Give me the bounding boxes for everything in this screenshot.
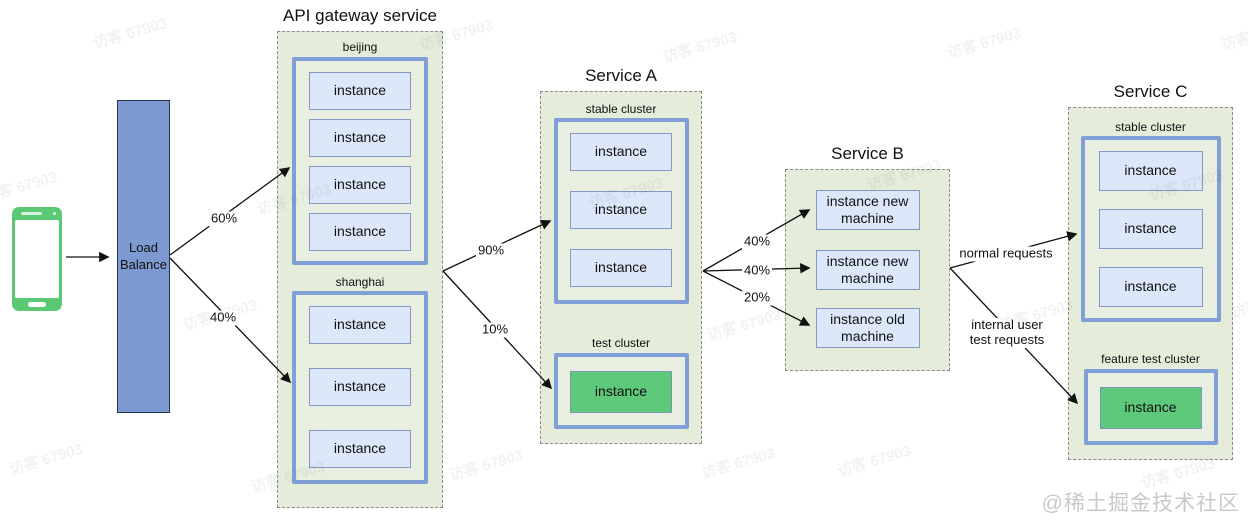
visitor-watermark: 访客 67903: [7, 440, 86, 479]
api-gateway-container: beijing instance instance instance insta…: [277, 31, 443, 508]
phone-speaker: [21, 212, 42, 215]
cluster-label-c-stable: stable cluster: [1115, 120, 1186, 134]
instance-box: instance: [1098, 151, 1203, 191]
instance-new-machine-box: instance new machine: [815, 190, 920, 230]
instance-box: instance: [1098, 209, 1203, 249]
visitor-watermark: 访客 67903: [835, 442, 914, 481]
service-b-title: Service B: [831, 144, 904, 163]
instance-box: instance: [309, 166, 411, 204]
instance-box: instance: [309, 119, 411, 157]
cluster-label-a-stable: stable cluster: [585, 102, 657, 116]
instance-box: instance: [309, 368, 411, 406]
flow-label-40pct-shanghai: 40%: [207, 309, 239, 326]
attribution-watermark: @稀土掘金技术社区: [1041, 492, 1240, 515]
flow-label-internal-test-requests: internal user test requests: [961, 317, 1053, 348]
instance-box: instance: [570, 249, 672, 287]
cluster-label-shanghai: shanghai: [335, 275, 385, 289]
api-gateway-group: API gateway service beijing instance ins…: [277, 6, 443, 508]
flow-label-40pct-b1: 40%: [741, 233, 773, 250]
test-instance-box: instance: [570, 371, 672, 413]
visitor-watermark: 访客 67903: [91, 14, 170, 53]
cluster-a-test: instance: [553, 353, 689, 429]
load-balancer-label: Load Balance: [120, 240, 167, 272]
visitor-watermark: 访客 67903: [705, 306, 784, 345]
flow-label-20pct: 20%: [741, 289, 773, 306]
phone-home-button: [28, 302, 46, 307]
instance-box: instance: [309, 72, 411, 110]
cluster-c-feature-test: instance: [1083, 369, 1218, 445]
instance-box: instance: [309, 430, 411, 468]
cluster-label-c-feature-test: feature test cluster: [1101, 352, 1200, 366]
instance-box: instance: [309, 306, 411, 344]
instance-new-machine-box: instance new machine: [815, 250, 920, 290]
service-c-container: stable cluster instance instance instanc…: [1068, 107, 1233, 460]
flow-label-normal-requests: normal requests: [957, 245, 1055, 262]
phone-screen: [15, 220, 59, 298]
instance-old-machine-box: instance old machine: [815, 308, 920, 348]
instance-box: instance: [570, 191, 672, 229]
service-a-container: stable cluster instance instance instanc…: [540, 91, 702, 444]
visitor-watermark: 访客 67903: [699, 444, 778, 483]
service-b-group: Service B instance new machine instance …: [785, 144, 950, 371]
visitor-watermark: 访客 67903: [1219, 17, 1248, 55]
cluster-shanghai: instance instance instance: [292, 291, 428, 484]
flow-label-10pct: 10%: [479, 321, 511, 338]
visitor-watermark: 访客 67903: [661, 28, 740, 67]
api-gateway-title: API gateway service: [282, 6, 437, 25]
flow-label-40pct-b2: 40%: [741, 262, 773, 279]
service-a-group: Service A stable cluster instance instan…: [540, 66, 702, 444]
instance-box: instance: [570, 133, 672, 171]
cluster-a-stable: instance instance instance: [553, 118, 689, 304]
instance-box: instance: [1098, 267, 1203, 307]
cluster-c-stable: instance instance instance: [1080, 136, 1221, 322]
phone-camera-dot: [53, 212, 56, 215]
flow-label-60pct: 60%: [208, 210, 240, 227]
service-a-title: Service A: [585, 66, 657, 85]
visitor-watermark: 访客 67903: [447, 446, 526, 485]
smartphone-icon: [12, 207, 62, 311]
cluster-beijing: instance instance instance instance: [292, 57, 428, 265]
flow-label-90pct: 90%: [475, 242, 507, 259]
test-instance-box: instance: [1099, 387, 1202, 429]
service-b-container: instance new machine instance new machin…: [785, 169, 950, 371]
service-c-group: Service C stable cluster instance instan…: [1068, 82, 1233, 460]
cluster-label-a-test: test cluster: [591, 336, 651, 350]
load-balancer-box: Load Balance: [117, 100, 170, 413]
cluster-label-beijing: beijing: [342, 40, 378, 54]
visitor-watermark: 访客 67903: [945, 24, 1024, 63]
service-c-title: Service C: [1113, 82, 1188, 101]
instance-box: instance: [309, 213, 411, 251]
visitor-watermark: 访客 67903: [0, 168, 60, 207]
